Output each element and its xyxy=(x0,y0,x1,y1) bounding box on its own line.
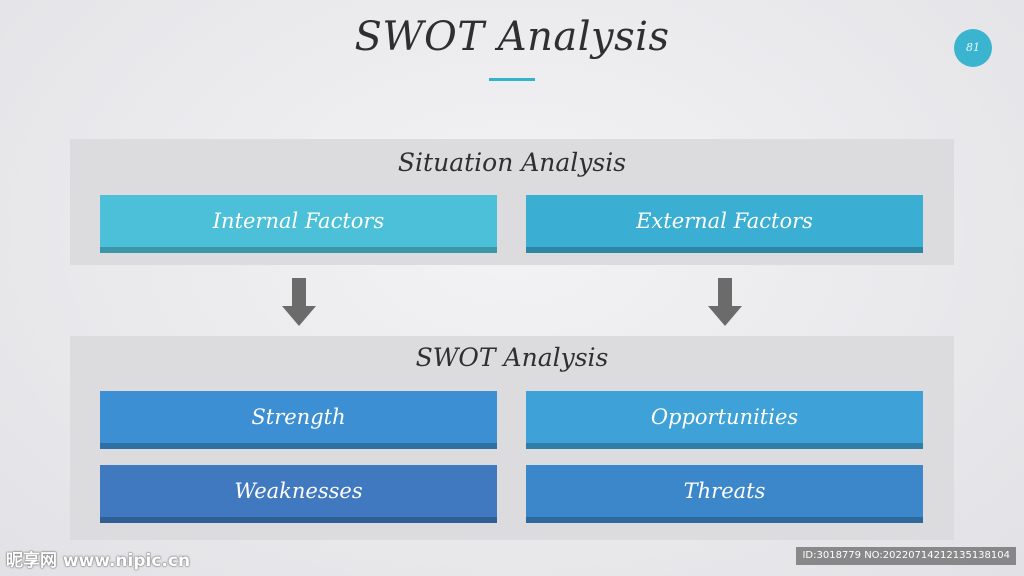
situation-analysis-panel: Situation Analysis Internal Factors Exte… xyxy=(70,139,954,265)
down-arrow-left-icon xyxy=(282,278,316,326)
weaknesses-box: Weaknesses xyxy=(100,465,497,523)
watermark-id: ID:3018779 NO:20220714212135138104 xyxy=(796,547,1016,565)
swot-analysis-panel: SWOT Analysis Strength Opportunities Wea… xyxy=(70,336,954,540)
watermark-logo: 昵享网 www.nipic.cn xyxy=(6,551,191,571)
swot-analysis-heading: SWOT Analysis xyxy=(415,343,609,372)
slide-title: SWOT Analysis xyxy=(354,14,670,60)
strength-box: Strength xyxy=(100,391,497,449)
opportunities-box: Opportunities xyxy=(526,391,923,449)
situation-analysis-heading: Situation Analysis xyxy=(397,148,627,177)
internal-factors-box: Internal Factors xyxy=(100,195,497,253)
external-factors-box: External Factors xyxy=(526,195,923,253)
threats-box: Threats xyxy=(526,465,923,523)
title-underline xyxy=(489,78,535,81)
down-arrow-right-icon xyxy=(708,278,742,326)
page-number-badge: 81 xyxy=(954,29,992,67)
